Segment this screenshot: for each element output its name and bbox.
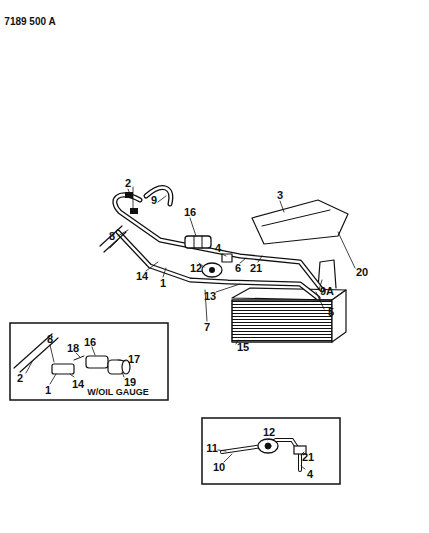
callout-number: 9 bbox=[150, 195, 158, 206]
callout-number: 14 bbox=[71, 379, 85, 390]
drawing-number: 7189 500 A bbox=[3, 17, 56, 27]
callout-number: 13 bbox=[203, 291, 217, 302]
note-label: W/OIL GAUGE bbox=[86, 388, 149, 397]
callout-number: 2 bbox=[124, 178, 132, 189]
callout-number: 21 bbox=[301, 452, 315, 463]
callout-number: 9A bbox=[319, 286, 335, 297]
callout-number: 8 bbox=[108, 231, 116, 242]
callout-number: 15 bbox=[236, 342, 250, 353]
callout-number: 2 bbox=[16, 373, 24, 384]
callout-number: 1 bbox=[44, 385, 52, 396]
callout-number: 14 bbox=[135, 271, 149, 282]
callout-number: 21 bbox=[249, 263, 263, 274]
callout-number: 16 bbox=[83, 337, 97, 348]
callout-number: 1 bbox=[159, 278, 167, 289]
callout-number: 20 bbox=[355, 267, 369, 278]
callout-number: 4 bbox=[214, 243, 222, 254]
callout-number: 7 bbox=[203, 322, 211, 333]
callout-number: 5 bbox=[327, 307, 335, 318]
callout-number: 19 bbox=[123, 377, 137, 388]
callout-number: 4 bbox=[306, 469, 314, 480]
callout-number: 8 bbox=[46, 334, 54, 345]
callout-number: 18 bbox=[66, 343, 80, 354]
callout-number: 16 bbox=[183, 207, 197, 218]
callout-number: 6 bbox=[234, 263, 242, 274]
callout-number: 10 bbox=[212, 462, 226, 473]
callout-number: 3 bbox=[276, 190, 284, 201]
callout-number: 11 bbox=[205, 443, 219, 454]
callout-number: 12 bbox=[189, 263, 203, 274]
callout-number: 12 bbox=[262, 427, 276, 438]
callout-number: 17 bbox=[127, 354, 141, 365]
